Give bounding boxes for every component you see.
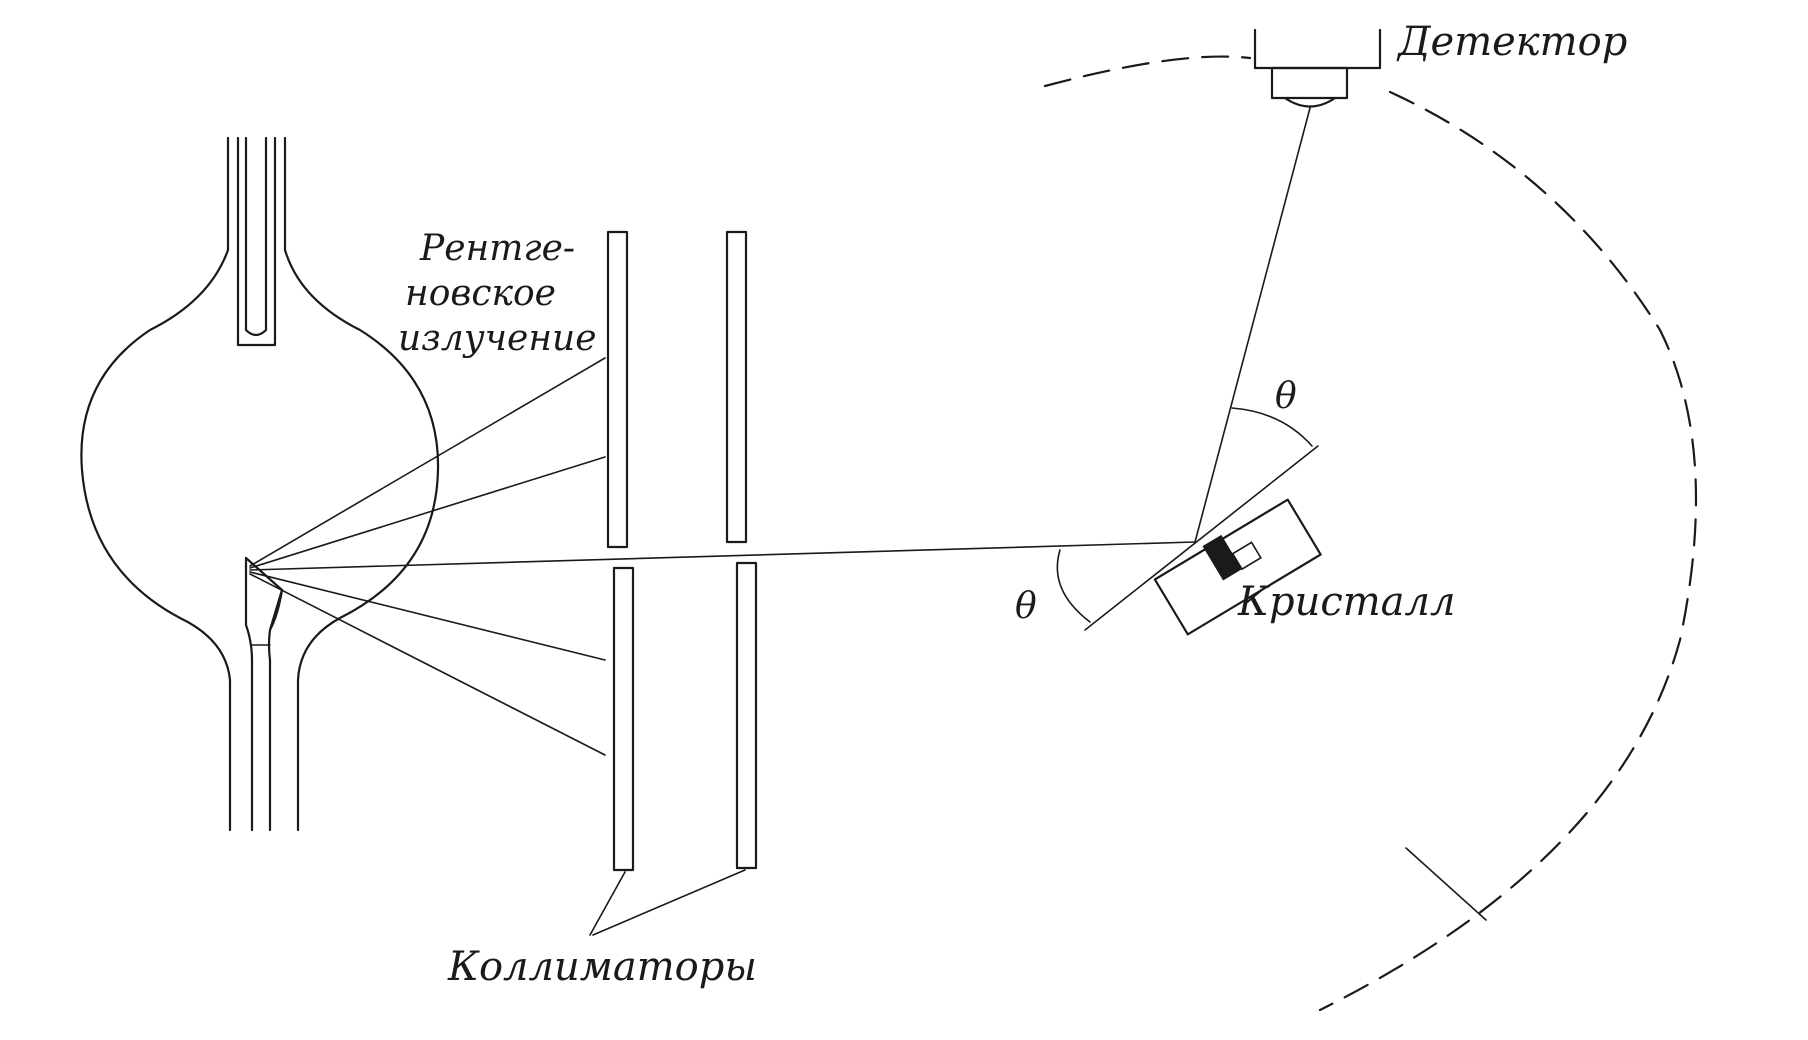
crystal-plane-line: [1084, 445, 1319, 631]
theta-arc-reflected: [1231, 407, 1313, 447]
xray-label-line2: новское: [405, 273, 556, 314]
x-ray-tube: [80, 136, 440, 832]
theta-arc-incident: [1056, 549, 1091, 623]
xray-label-line1: Рентге-: [419, 228, 575, 269]
collimator-1: [606, 230, 635, 872]
theta-incident-label: θ: [1015, 586, 1037, 627]
theta-reflected-label: θ: [1275, 376, 1297, 417]
reflected-beam: [1194, 107, 1311, 543]
crystal: [1153, 498, 1322, 636]
detector-label: Детектор: [1396, 19, 1627, 65]
collimator-leaders: [589, 869, 746, 936]
detector: [1253, 28, 1382, 108]
xray-label-line3: излучение: [398, 318, 597, 359]
crystal-label: Кристалл: [1237, 579, 1455, 625]
collimators-label: Коллиматоры: [447, 944, 757, 990]
x-ray-beams: [249, 357, 1196, 756]
collimator-2: [725, 230, 758, 870]
goniometer-circle: [1043, 55, 1698, 1012]
circle-tick-mark: [1405, 847, 1487, 921]
